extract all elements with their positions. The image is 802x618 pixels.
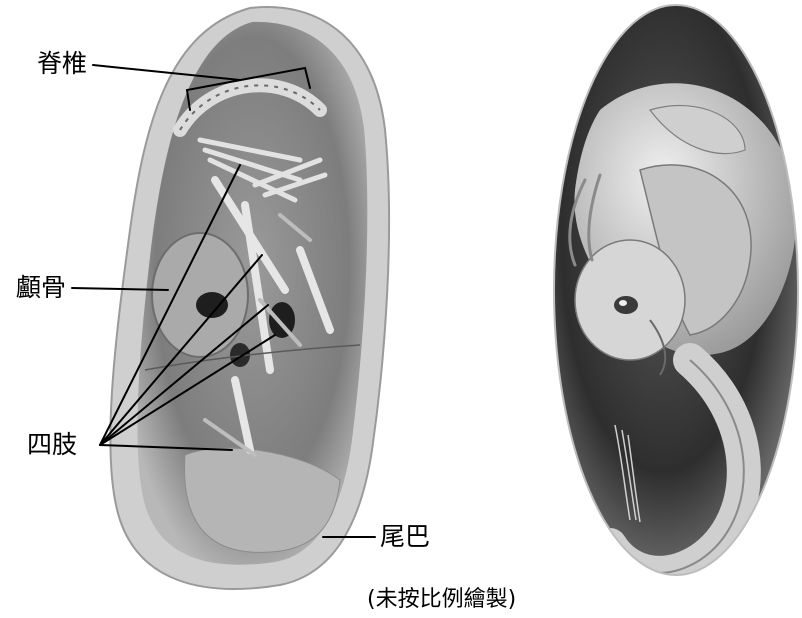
tail-label: 尾巴 <box>380 524 430 549</box>
limbs-label: 四肢 <box>27 432 77 457</box>
skull-label: 顱骨 <box>16 275 66 300</box>
fossil-egg-image <box>110 7 389 589</box>
spine-label: 脊椎 <box>37 51 87 76</box>
scale-note: (未按比例繪製) <box>367 589 516 611</box>
embryo-reconstruction-image <box>554 5 798 575</box>
